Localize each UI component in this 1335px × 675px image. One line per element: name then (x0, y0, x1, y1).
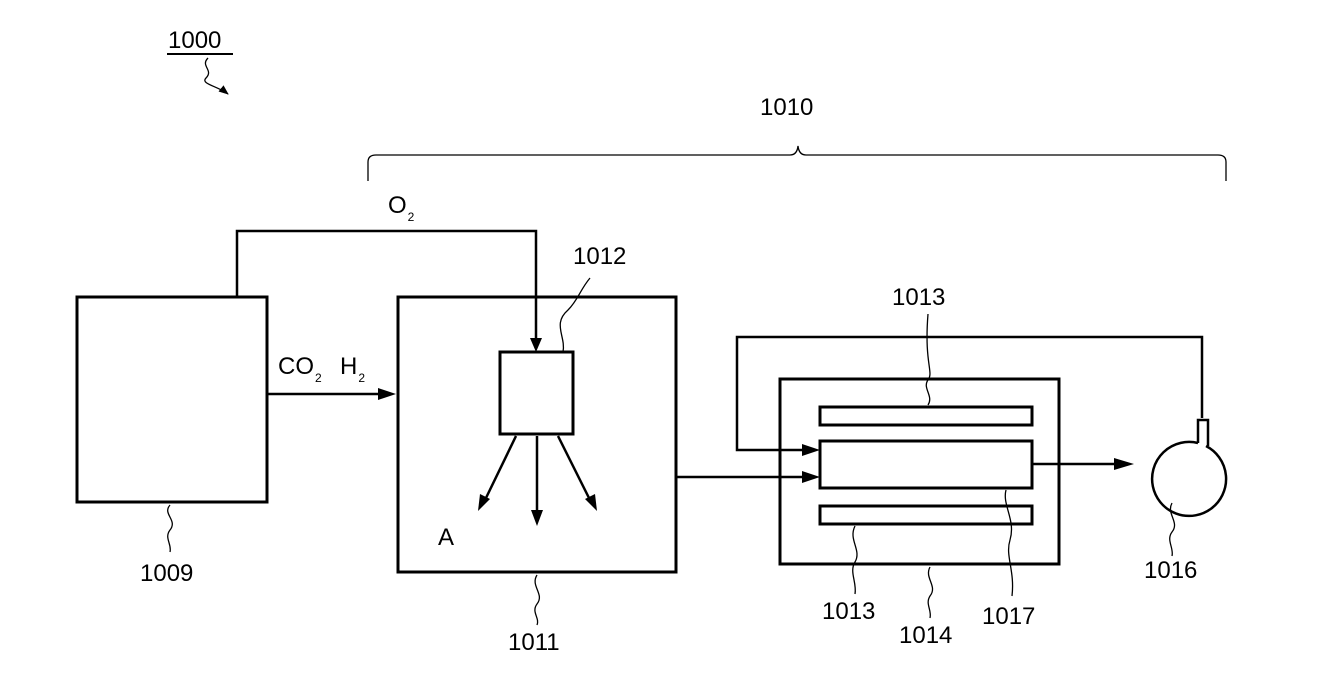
inner-unit (500, 352, 573, 434)
pump-outlet (1198, 420, 1208, 446)
figure-label-group: 1000 (167, 27, 233, 94)
source-unit (77, 297, 267, 502)
center-element-label: 1017 (982, 603, 1035, 630)
plate-bottom (820, 506, 1032, 524)
plate-top-label: 1013 (892, 284, 945, 311)
center-element (820, 441, 1032, 488)
system-bracket-group: 1010 (368, 94, 1226, 181)
inner-unit-leader (560, 278, 590, 352)
output-arrow-right (558, 436, 590, 500)
oxygen-label: O2 (388, 192, 415, 224)
oxygen-line-group: O2 (237, 192, 542, 352)
housing-label: 1014 (899, 622, 952, 649)
recirculation-arrowhead (802, 444, 820, 456)
pump (1152, 420, 1226, 516)
figure-label: 1000 (168, 27, 221, 54)
source-unit-leader (168, 505, 173, 552)
pump-body (1152, 442, 1226, 516)
chamber-outlet-arrowhead (802, 471, 820, 483)
inner-unit-label: 1012 (573, 243, 626, 270)
feed-label-h2: H2 (340, 353, 365, 385)
pump-inlet-arrowhead (1114, 458, 1134, 470)
system-label: 1010 (760, 94, 813, 121)
source-unit-label: 1009 (140, 560, 193, 587)
figure-label-leader (205, 58, 228, 94)
housing-leader (928, 567, 932, 618)
plate-top (820, 407, 1032, 425)
output-arrow-right-head (585, 494, 597, 511)
feed-arrowhead (378, 388, 396, 400)
output-arrows (478, 436, 597, 526)
feed-label-co2: CO2 (278, 353, 322, 385)
feed-line-group: CO2 H2 (267, 353, 396, 400)
output-arrow-center-head (531, 510, 543, 526)
oxygen-arrowhead (530, 338, 542, 352)
plate-top-leader (926, 314, 930, 405)
recirculation-line (737, 337, 1202, 450)
chamber-label: 1011 (508, 629, 560, 656)
output-arrow-left (485, 436, 516, 500)
system-bracket (368, 146, 1226, 181)
chamber-leader (535, 575, 540, 625)
plate-bottom-label: 1013 (822, 598, 875, 625)
pump-label: 1016 (1144, 557, 1197, 584)
output-arrow-left-head (478, 494, 490, 511)
region-label: A (438, 524, 454, 551)
oxygen-line (237, 231, 536, 344)
plate-bottom-leader (853, 526, 857, 594)
